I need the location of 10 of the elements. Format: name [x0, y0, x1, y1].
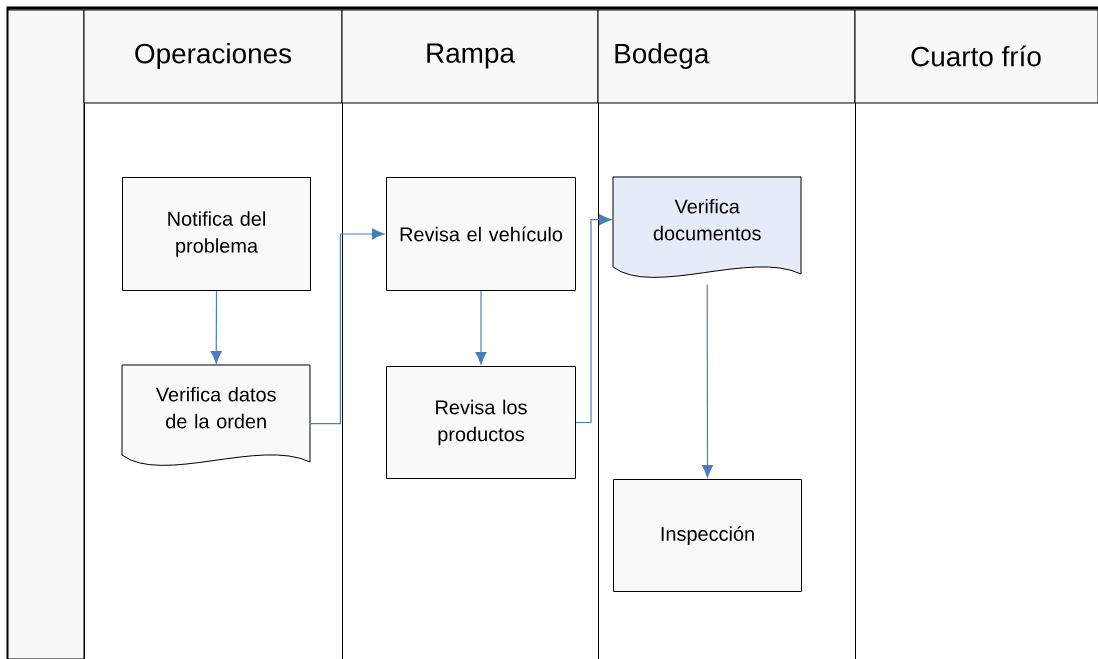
arrow	[702, 283, 713, 478]
process-box: Inspección	[613, 479, 802, 592]
process-box: Revisa los productos	[386, 366, 576, 479]
arrow	[309, 228, 385, 425]
arrow	[210, 290, 222, 364]
arrow	[575, 214, 612, 424]
process-box: Notifica del problema	[122, 177, 311, 291]
arrow	[475, 290, 487, 365]
process-box: Revisa el vehículo	[386, 177, 576, 291]
swimlane: Cuarto frío	[854, 9, 1098, 659]
